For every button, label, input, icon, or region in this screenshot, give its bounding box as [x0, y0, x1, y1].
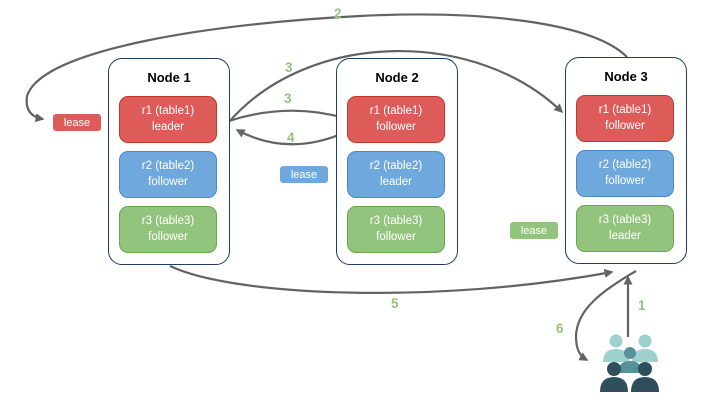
step-label-4: 4 [287, 130, 295, 145]
replica-role: leader [152, 120, 184, 133]
node-1-title: Node 1 [147, 70, 191, 85]
step-label-2: 2 [334, 6, 342, 21]
replica-name: r3 (table3) [598, 214, 652, 227]
node-2-title: Node 2 [375, 70, 419, 85]
lease-badge-red: lease [51, 112, 103, 133]
arrow-step-5 [169, 265, 614, 294]
node2-replica-r1: r1 (table1) follower [347, 96, 445, 143]
replica-name: r3 (table3) [369, 215, 423, 228]
node1-replica-r2: r2 (table2) follower [119, 151, 217, 198]
node2-replica-r3: r3 (table3) follower [347, 206, 445, 253]
node-1: Node 1 r1 (table1) leader r2 (table2) fo… [108, 58, 230, 265]
step-label-5: 5 [391, 296, 399, 311]
step-label-3b: 3 [284, 91, 292, 106]
step-label-6: 6 [556, 321, 564, 336]
node-3-title: Node 3 [604, 69, 648, 84]
node-2: Node 2 r1 (table1) follower r2 (table2) … [336, 58, 458, 265]
replica-name: r2 (table2) [369, 160, 423, 173]
step-label-3a: 3 [285, 60, 293, 75]
replica-role: follower [148, 175, 188, 188]
node1-replica-r3: r3 (table3) follower [119, 206, 217, 253]
lease-badge-green: lease [508, 220, 560, 241]
replica-role: follower [605, 119, 645, 132]
replica-role: follower [605, 174, 645, 187]
node3-replica-r3: r3 (table3) leader [576, 205, 674, 252]
node1-replica-r1: r1 (table1) leader [119, 96, 217, 143]
replica-role: follower [376, 230, 416, 243]
lease-badge-blue: lease [278, 164, 330, 185]
node2-replica-r2: r2 (table2) leader [347, 151, 445, 198]
replica-role: leader [609, 229, 641, 242]
node-3: Node 3 r1 (table1) follower r2 (table2) … [565, 57, 687, 264]
arrow-step-3-to-node2 [228, 109, 346, 123]
users-group-icon [600, 334, 659, 392]
replica-name: r2 (table2) [598, 159, 652, 172]
replica-name: r1 (table1) [141, 105, 195, 118]
replica-role: leader [380, 175, 412, 188]
step-label-1: 1 [638, 298, 646, 313]
replica-name: r2 (table2) [141, 160, 195, 173]
replica-role: follower [148, 230, 188, 243]
replica-name: r3 (table3) [141, 215, 195, 228]
replica-role: follower [376, 120, 416, 133]
replica-name: r1 (table1) [598, 104, 652, 117]
replica-name: r1 (table1) [369, 105, 423, 118]
node3-replica-r2: r2 (table2) follower [576, 150, 674, 197]
node3-replica-r1: r1 (table1) follower [576, 95, 674, 142]
